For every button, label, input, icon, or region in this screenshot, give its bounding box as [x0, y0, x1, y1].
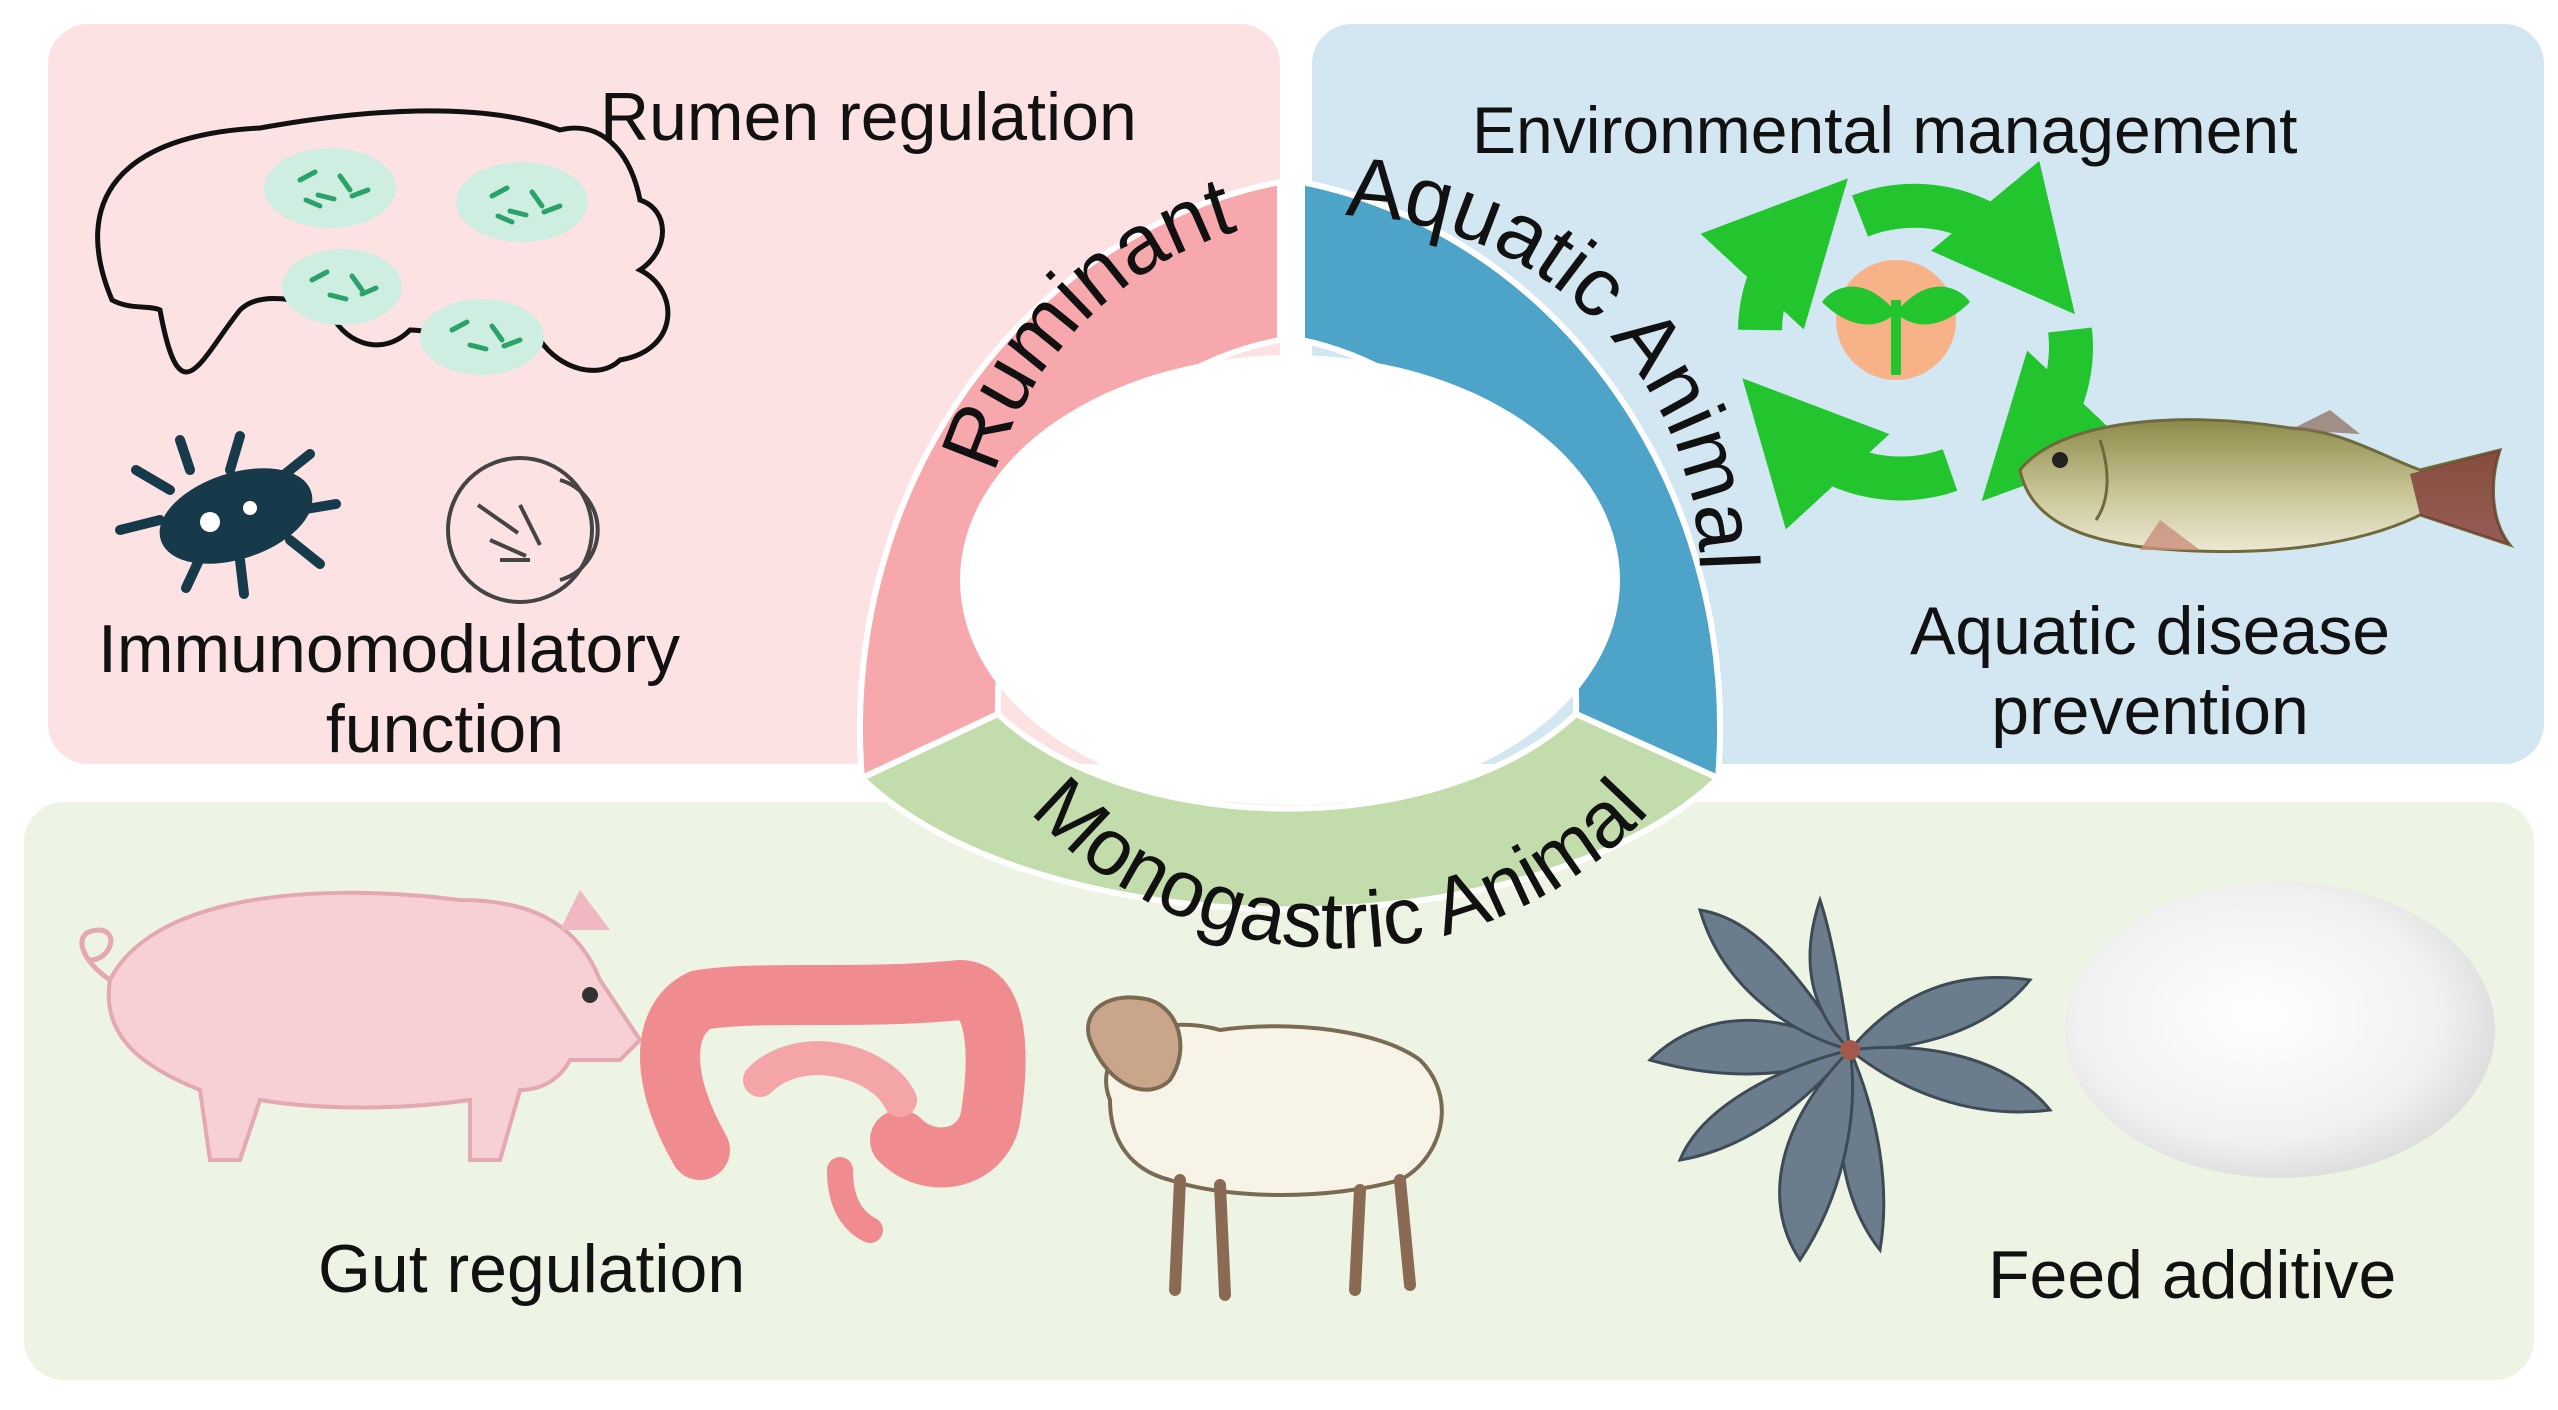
rumen-outline-icon: [95, 108, 671, 375]
label-environmental-management: Environmental management: [1472, 93, 2298, 167]
label-function: function: [325, 691, 565, 767]
monogastric-ring-segment: [856, 710, 1724, 913]
label-gut-regulation: Gut regulation: [318, 1231, 746, 1307]
label-feed-additive: Feed additive: [1988, 1237, 2397, 1313]
sprout-icon: [1822, 260, 1970, 380]
label-aquatic-disease: Aquatic disease: [1909, 593, 2391, 669]
label-immunomodulatory: Immunomodulatory: [98, 611, 681, 687]
powder-icon: [2065, 882, 2495, 1178]
label-rumen-regulation: Rumen regulation: [600, 79, 1137, 155]
petri-dish-icon: [446, 456, 600, 604]
fish-icon: [2018, 410, 2515, 554]
bacteria-icon: [115, 431, 341, 599]
label-prevention: prevention: [1991, 673, 2309, 749]
plant-icon: [1647, 895, 2053, 1263]
recycle-arrows-icon: [1700, 160, 2130, 530]
pig-icon: [79, 890, 643, 1162]
microbe-cluster-icon: [264, 148, 588, 375]
ring-center: [960, 355, 1620, 805]
intestine-icon: [640, 960, 1026, 1243]
sheep-icon: [1086, 995, 1444, 1301]
